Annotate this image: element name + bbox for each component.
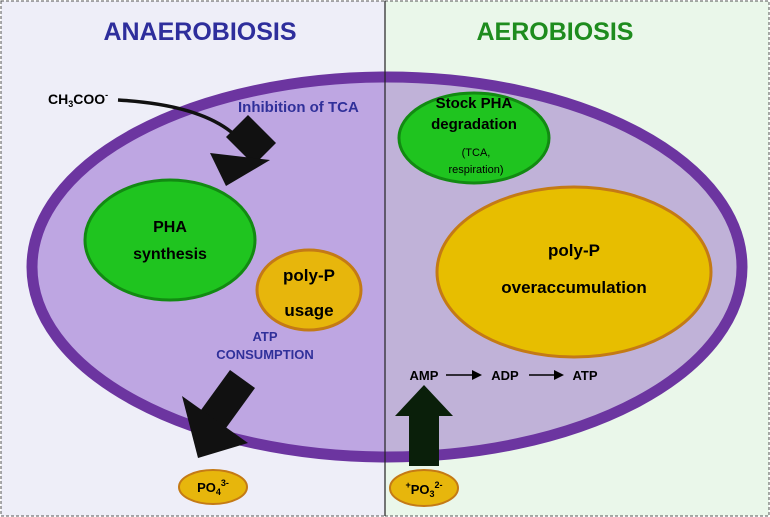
polyp-usage-line1: poly-P <box>283 266 335 285</box>
adp-label: ADP <box>491 368 519 383</box>
adp-atp-arrowhead <box>554 370 564 380</box>
atp-consumption-line2: CONSUMPTION <box>216 347 314 362</box>
stock-pha-node <box>397 91 551 185</box>
po3-node <box>389 469 459 507</box>
atp-consumption-line1: ATP <box>252 329 277 344</box>
acetate-arrow-shaft <box>226 115 276 165</box>
polyp-overacc-line1: poly-P <box>548 241 600 260</box>
po4-node <box>178 469 248 505</box>
cell-membrane <box>26 71 748 463</box>
uptake-arrow <box>395 385 453 466</box>
polyp-overacc-line2: overaccumulation <box>501 278 647 297</box>
stock-pha-line4: respiration) <box>448 164 503 176</box>
po3-label: +PO32- <box>405 480 442 499</box>
po4-arrow-head <box>182 396 248 458</box>
stock-pha-line2: degradation <box>431 116 517 133</box>
left-panel-title: ANAEROBIOSIS <box>103 18 296 46</box>
po4-label: PO43- <box>197 478 229 497</box>
inhibition-tca-label: Inhibition of TCA <box>238 99 359 116</box>
pha-synthesis-line2: synthesis <box>133 246 207 263</box>
right-panel-title: AEROBIOSIS <box>477 18 634 46</box>
acetate-arrow-head <box>210 153 270 186</box>
polyp-usage-line2: usage <box>284 301 333 320</box>
amp-label: AMP <box>410 368 439 383</box>
stock-pha-line3: (TCA, <box>462 147 491 159</box>
atp-label: ATP <box>572 368 597 383</box>
po4-arrow-shaft <box>201 370 255 428</box>
acetate-label: CH3COO- <box>48 90 108 109</box>
stock-pha-line1: Stock PHA <box>436 95 513 112</box>
acetate-curve-arrow <box>117 98 240 140</box>
polyp-overaccumulation-node <box>435 185 713 359</box>
polyp-usage-node <box>255 248 363 332</box>
pha-synthesis-line1: PHA <box>153 219 187 236</box>
pha-synthesis-node <box>83 178 257 302</box>
amp-adp-arrowhead <box>472 370 482 380</box>
